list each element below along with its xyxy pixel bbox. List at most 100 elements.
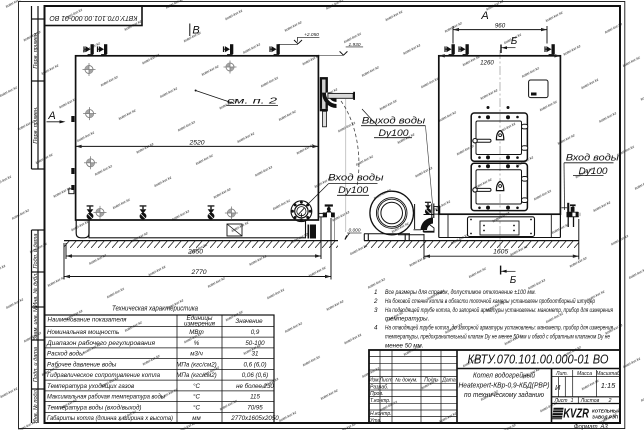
svg-text:А3: А3	[599, 424, 608, 430]
svg-text:Все размеры для справок, допус: Все размеры для справок, допустимое откл…	[385, 289, 536, 296]
svg-text:Формат: Формат	[574, 424, 598, 430]
svg-text:Перв. примен.: Перв. примен.	[33, 31, 39, 68]
svg-text:Инв. № дубл.: Инв. № дубл.	[33, 272, 39, 306]
svg-text:Техническая характеристика: Техническая характеристика	[112, 306, 198, 313]
svg-text:Расход воды: Расход воды	[47, 351, 84, 358]
svg-text:Номинальная мощность: Номинальная мощность	[47, 329, 119, 336]
svg-text:Котел водогрейный: Котел водогрейный	[473, 372, 535, 380]
svg-text:115: 115	[250, 394, 260, 401]
svg-text:50-100: 50-100	[245, 340, 265, 347]
svg-text:Температура уходящих газов: Температура уходящих газов	[47, 383, 135, 390]
svg-text:Подп. и дата: Подп. и дата	[33, 347, 39, 382]
svg-text:МПа (кгс/см2): МПа (кгс/см2)	[176, 361, 216, 368]
svg-text:Dy100: Dy100	[579, 166, 609, 176]
svg-text:Н.контр.: Н.контр.	[370, 411, 392, 417]
svg-text:2770х1605х2050: 2770х1605х2050	[230, 415, 279, 422]
svg-text:№ докум.: № докум.	[395, 378, 417, 384]
svg-text:1.930: 1.930	[348, 42, 360, 48]
svg-text:И: И	[555, 383, 561, 392]
svg-text:2: 2	[373, 298, 378, 305]
svg-text:Перв. примен.: Перв. примен.	[33, 106, 39, 143]
svg-text:3: 3	[374, 307, 378, 314]
svg-text:температуры.: температуры.	[385, 316, 429, 323]
svg-text:Единицы: Единицы	[187, 315, 213, 322]
svg-text:0.000: 0.000	[348, 227, 360, 233]
svg-text:°С: °С	[193, 394, 200, 401]
svg-text:КВТУ.070.101.00.000-01 ВО: КВТУ.070.101.00.000-01 ВО	[468, 353, 609, 367]
svg-text:Вход воды: Вход воды	[566, 153, 619, 163]
svg-text:Диапазон рабочего регулировани: Диапазон рабочего регулирования	[46, 340, 156, 347]
svg-text:Б: Б	[510, 275, 517, 286]
svg-text:КВТУ.070.101.00.000-01 ВО: КВТУ.070.101.00.000-01 ВО	[49, 14, 137, 23]
svg-text:1: 1	[374, 289, 377, 296]
svg-text:Рабочее давление воды: Рабочее давление воды	[47, 361, 117, 368]
svg-text:31: 31	[252, 351, 259, 358]
svg-text:мм: мм	[192, 415, 201, 422]
svg-text:Выход воды: Выход воды	[362, 115, 426, 125]
svg-text:ЗАВОД РЭП: ЗАВОД РЭП	[592, 414, 619, 419]
svg-text:см. п. 2: см. п. 2	[227, 95, 277, 105]
svg-text:0,9: 0,9	[251, 329, 260, 336]
svg-text:Взам. инв. №: Взам. инв. №	[33, 306, 39, 341]
svg-text:Dy100: Dy100	[338, 185, 369, 195]
svg-text:+2.050: +2.050	[304, 32, 319, 38]
svg-text:МВт: МВт	[189, 329, 203, 336]
svg-text:Листов: Листов	[580, 398, 600, 404]
svg-text:1: 1	[571, 398, 574, 404]
svg-text:Инв. № подл.: Инв. № подл.	[33, 389, 39, 424]
svg-text:KVZR: KVZR	[563, 407, 589, 421]
svg-text:по техническому заданию: по техническому заданию	[464, 391, 545, 399]
svg-text:измерения: измерения	[184, 321, 216, 328]
svg-text:м3/ч: м3/ч	[190, 351, 203, 358]
svg-text:Гидравлическое сопротивление к: Гидравлическое сопротивление котла	[47, 372, 161, 379]
svg-text:В: В	[192, 25, 199, 37]
svg-text:2650: 2650	[187, 249, 203, 256]
svg-text:Лист: Лист	[553, 398, 567, 404]
svg-text:1:15: 1:15	[601, 381, 616, 390]
svg-text:°С: °С	[193, 383, 200, 390]
svg-text:менее 50 мм.: менее 50 мм.	[385, 342, 424, 349]
svg-text:Подп.: Подп.	[424, 378, 438, 384]
svg-text:Масса: Масса	[577, 371, 592, 377]
svg-text:2770: 2770	[190, 269, 206, 276]
svg-text:Лист: Лист	[378, 378, 392, 384]
svg-text:Пров.: Пров.	[370, 391, 383, 397]
svg-text:А: А	[480, 10, 488, 22]
svg-text:2: 2	[608, 398, 612, 404]
svg-text:Heatexpert-КВр-0,9-КБД(РВР): Heatexpert-КВр-0,9-КБД(РВР)	[459, 383, 550, 390]
svg-text:Температура воды (вход/выход): Температура воды (вход/выход)	[47, 404, 141, 411]
svg-text:0,06 (0,6): 0,06 (0,6)	[242, 372, 268, 379]
svg-text:не более 230: не более 230	[236, 383, 274, 390]
svg-text:2520: 2520	[188, 139, 204, 146]
svg-text:Лит.: Лит.	[555, 371, 568, 377]
svg-text:Разраб.: Разраб.	[370, 385, 388, 391]
svg-text:Габариты котла (длинна х ширин: Габариты котла (длинна х ширина х высота…	[47, 415, 173, 422]
svg-text:Дата: Дата	[441, 378, 456, 384]
svg-text:%: %	[194, 340, 200, 347]
svg-text:На подводящей трубе котла, до: На подводящей трубе котла, до запорной а…	[385, 307, 614, 314]
svg-text:Значение: Значение	[235, 318, 263, 325]
svg-text:На боковой стенке котла в обла: На боковой стенке котла в области топочн…	[385, 298, 595, 305]
svg-text:А: А	[47, 110, 55, 122]
svg-text:70/95: 70/95	[247, 404, 263, 411]
svg-text:°С: °С	[193, 404, 200, 411]
svg-text:1605: 1605	[493, 249, 508, 256]
svg-text:Подп. и дата: Подп. и дата	[33, 233, 39, 268]
svg-text:Б: Б	[511, 36, 518, 47]
svg-text:Масштаб: Масштаб	[596, 371, 621, 377]
svg-text:960: 960	[495, 23, 506, 30]
svg-text:1260: 1260	[480, 60, 494, 67]
svg-text:Т.контр.: Т.контр.	[370, 398, 391, 404]
svg-text:Вход воды: Вход воды	[328, 173, 384, 183]
svg-text:0,6 (6,0): 0,6 (6,0)	[243, 361, 266, 368]
svg-text:Максимальная рабочая температу: Максимальная рабочая температура воды	[47, 394, 165, 401]
svg-text:Dy100: Dy100	[379, 128, 410, 138]
svg-text:МПа (кгс/см2): МПа (кгс/см2)	[176, 372, 216, 379]
svg-text:КОТЕЛЬНЫЙ: КОТЕЛЬНЫЙ	[592, 408, 621, 413]
svg-text:Утв.: Утв.	[370, 418, 382, 424]
svg-text:Изм.: Изм.	[369, 378, 380, 384]
svg-text:Наименование показателя: Наименование показателя	[48, 317, 128, 324]
svg-text:На отводящей трубе котла ,до з: На отводящей трубе котла ,до запорной ар…	[385, 325, 614, 332]
svg-text:4: 4	[374, 325, 378, 332]
svg-text:температуры, предохранительный: температуры, предохранительный клапан Dy…	[385, 334, 610, 341]
